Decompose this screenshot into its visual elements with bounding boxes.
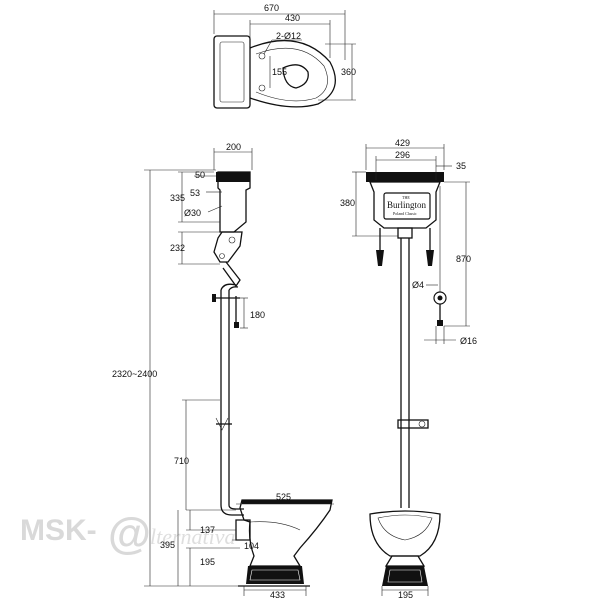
side-view-cistern-lid (216, 172, 250, 182)
top-view-seat-opening (282, 64, 309, 89)
dim-outlet-height: 137 (200, 525, 215, 535)
dim-front-base-width: 195 (398, 590, 413, 600)
brand-small: THE (402, 195, 410, 200)
front-view-cistern-lid (366, 172, 444, 182)
dim-pan-height: 395 (160, 540, 175, 550)
dim-top-holes: 2-Ø12 (276, 31, 301, 41)
dim-outlet-depth: 104 (244, 541, 259, 551)
top-view: 670 430 2-Ø12 155 360 (213, 3, 356, 109)
watermark: MSK- @ lternativa (20, 509, 236, 558)
front-view: THE Burlington Poland Classic 429 (340, 138, 477, 600)
dim-chain-length: 870 (456, 254, 471, 264)
dim-cistern-depth: 200 (226, 142, 241, 152)
dim-total-height: 2320~2400 (112, 369, 157, 379)
dim-handle-diameter: Ø16 (460, 336, 477, 346)
brand-name: Burlington (387, 200, 427, 210)
dim-outlet-diameter: Ø30 (184, 208, 201, 218)
dim-top-width-total: 670 (264, 3, 279, 13)
front-view-pan (369, 510, 441, 557)
front-view-cistern (369, 181, 441, 229)
dim-bracket-height: 232 (170, 243, 185, 253)
dim-base-depth: 433 (270, 590, 285, 600)
watermark-at: @ (108, 509, 151, 558)
dim-top-width-bowl: 430 (285, 13, 300, 23)
side-view-pan (239, 499, 333, 567)
dim-bend-height: 710 (174, 456, 189, 466)
watermark-prefix: MSK- (20, 514, 97, 547)
dim-front-width-total: 429 (395, 138, 410, 148)
dim-pan-width: 525 (276, 492, 291, 502)
brand-plaque (383, 192, 431, 220)
dim-handle-length: 180 (250, 310, 265, 320)
dim-front-side: 35 (456, 161, 466, 171)
brand-tagline: Poland Classic (393, 211, 417, 216)
dim-floor-outlet: 195 (200, 557, 215, 567)
dim-front-cistern-height: 380 (340, 198, 355, 208)
top-view-cistern (213, 35, 251, 109)
dim-chain-diameter: Ø4 (412, 280, 424, 290)
watermark-suffix: lternativa (150, 524, 236, 549)
dim-cistern-height: 335 (170, 193, 185, 203)
dim-top-depth: 360 (341, 67, 356, 77)
dim-cistern-top-offset: 50 (195, 170, 205, 180)
side-view: 200 335 50 53 Ø30 232 180 2320~2400 710 … (112, 142, 334, 600)
top-view-bowl (249, 39, 336, 108)
dim-cistern-outlet-offset: 53 (190, 188, 200, 198)
side-view-bracket (213, 231, 243, 263)
dim-top-hole-spacing: 155 (272, 67, 287, 77)
dim-front-width-inner: 296 (395, 150, 410, 160)
